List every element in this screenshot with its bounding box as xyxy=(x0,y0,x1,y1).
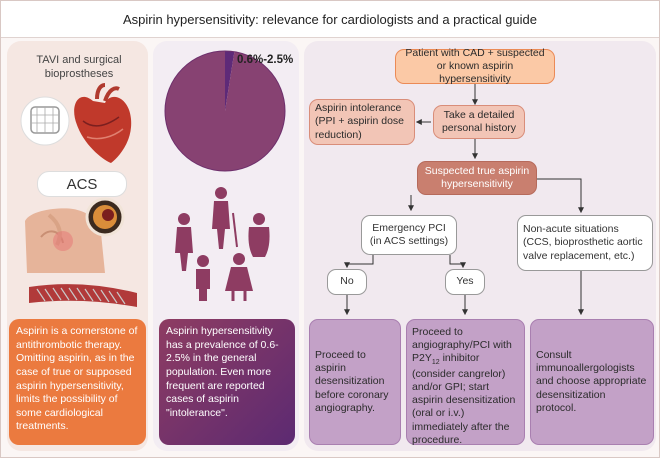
outcome-yes-text-b: inhibitor (consider cangrelor) and/or GP… xyxy=(412,352,516,446)
prevalence-text: Aspirin hypersensitivity has a prevalenc… xyxy=(159,319,295,445)
outcome-yes-text-a: Proceed to angiography/PCI with P2Y xyxy=(412,326,512,365)
population-people-icon xyxy=(175,187,270,301)
start-node: Patient with CAD + suspected or known as… xyxy=(395,47,555,85)
tavi-label: TAVI and surgical bioprostheses xyxy=(36,54,122,81)
chest-pain-torso-icon xyxy=(25,208,105,273)
pie-outline xyxy=(164,50,286,172)
suspected-node: Suspected true aspirin hypersensitivity xyxy=(417,161,537,195)
artery-plaque-icon xyxy=(85,197,125,237)
acs-label: ACS xyxy=(37,171,127,197)
pie-slice-1 xyxy=(164,51,285,171)
outcome-no-node: Proceed to aspirin desensitization befor… xyxy=(309,319,401,445)
yes-node: Yes xyxy=(445,269,485,295)
outcome-non-acute-node: Consult immunoallergologists and choose … xyxy=(530,319,654,445)
pie-slice-label: 0.6%-2.5% xyxy=(237,54,294,66)
non-acute-node: Non-acute situations (CCS, bioprosthetic… xyxy=(517,215,653,271)
no-node: No xyxy=(327,269,367,295)
stent-icon xyxy=(29,284,137,307)
aspirin-cornerstone-text: Aspirin is a cornerstone of antithrombot… xyxy=(9,319,146,445)
heart-icon xyxy=(74,83,132,163)
emergency-pci-node: Emergency PCI (in ACS settings) xyxy=(361,215,457,255)
figure-title: Aspirin hypersensitivity: relevance for … xyxy=(1,1,659,38)
outcome-yes-subscript: 12 xyxy=(431,359,440,367)
pie-slice-0 xyxy=(225,51,235,111)
valve-prosthesis-icon xyxy=(20,96,70,146)
history-node: Take a detailed personal history xyxy=(433,105,525,139)
intolerance-node: Aspirin intolerance (PPI + aspirin dose … xyxy=(309,99,415,145)
outcome-yes-node: Proceed to angiography/PCI with P2Y12 in… xyxy=(406,319,525,446)
